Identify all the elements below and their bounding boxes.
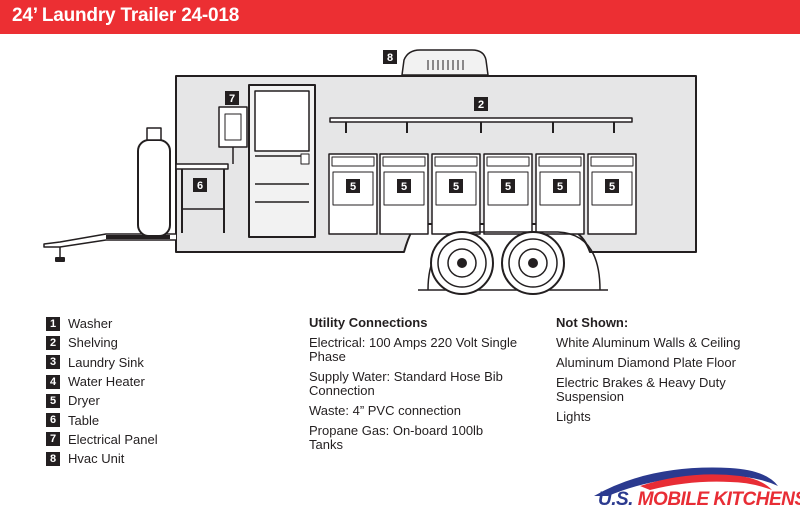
logo-text-us: U.S. [598, 489, 638, 510]
legend-label: Table [68, 412, 100, 428]
company-logo: U.S. MOBILE KITCHENS [598, 489, 800, 511]
legend-item: 8 Hvac Unit [46, 449, 158, 468]
page-title: 24’ Laundry Trailer 24-018 [12, 5, 240, 26]
legend-num: 7 [46, 432, 60, 447]
legend-item: 5 Dryer [46, 391, 158, 410]
not-shown-item: White Aluminum Walls & Ceiling [556, 335, 741, 350]
trailer-wheels [418, 231, 608, 295]
legend-num: 8 [46, 451, 60, 466]
callout-dryer: 5 [453, 181, 459, 193]
legend-label: Dryer [68, 393, 100, 409]
legend-num: 6 [46, 413, 60, 428]
legend-label: Hvac Unit [68, 451, 125, 467]
not-shown-item: Aluminum Diamond Plate Floor [556, 355, 736, 370]
utility-heading: Utility Connections [309, 315, 428, 330]
hvac-vents [427, 60, 464, 70]
legend-label: Laundry Sink [68, 354, 144, 370]
not-shown-item: Lights [556, 409, 591, 424]
dryer-row [328, 153, 637, 235]
callout-dryer: 5 [609, 181, 615, 193]
legend-item: 4 Water Heater [46, 372, 158, 391]
trailer-diagram: 8 7 2 6 5 5 5 5 5 5 [43, 49, 697, 295]
legend-item: 1 Washer [46, 314, 158, 333]
legend-item: 2 Shelving [46, 333, 158, 352]
legend-num: 2 [46, 335, 60, 350]
legend-label: Washer [68, 316, 113, 332]
shelving [329, 117, 633, 133]
legend-item: 7 Electrical Panel [46, 430, 158, 449]
hvac-unit [401, 49, 489, 76]
utility-item: Supply Water: Standard Hose Bib Connecti… [309, 369, 503, 398]
callout-hvac: 8 [387, 52, 393, 64]
legend-label: Shelving [68, 335, 118, 351]
legend-item: 6 Table [46, 410, 158, 429]
utility-connections: Utility Connections Electrical: 100 Amps… [309, 316, 519, 458]
legend-num: 4 [46, 374, 60, 389]
legend-label: Water Heater [68, 374, 145, 390]
table [175, 163, 229, 233]
utility-item: Waste: 4” PVC connection [309, 403, 461, 418]
not-shown-heading: Not Shown: [556, 315, 629, 330]
electrical-panel [218, 106, 248, 164]
legend-num: 5 [46, 393, 60, 408]
title-bar: 24’ Laundry Trailer 24-018 [0, 0, 800, 34]
logo-text-brand: MOBILE KITCHENS [637, 489, 800, 510]
callout-table: 6 [197, 180, 203, 192]
utility-item: Electrical: 100 Amps 220 Volt Single Pha… [309, 335, 518, 364]
callout-shelving: 2 [478, 99, 484, 111]
not-shown: Not Shown: White Aluminum Walls & Ceilin… [556, 316, 776, 430]
callout-panel: 7 [229, 93, 235, 105]
logo-swoosh-icon [594, 467, 778, 496]
utility-item: Propane Gas: On-board 100lb Tanks [309, 423, 484, 452]
callout-dryer: 5 [401, 181, 407, 193]
not-shown-item: Electric Brakes & Heavy Duty Suspension [556, 375, 726, 404]
propane-tank [137, 139, 171, 237]
legend-num: 3 [46, 355, 60, 370]
callout-dryer: 5 [505, 181, 511, 193]
callout-dryer: 5 [350, 181, 356, 193]
entry-door [248, 84, 316, 238]
legend-item: 3 Laundry Sink [46, 353, 158, 372]
legend-num: 1 [46, 316, 60, 331]
legend: 1 Washer 2 Shelving 3 Laundry Sink 4 Water H… [46, 314, 158, 468]
legend-label: Electrical Panel [68, 431, 158, 447]
callout-dryer: 5 [557, 181, 563, 193]
